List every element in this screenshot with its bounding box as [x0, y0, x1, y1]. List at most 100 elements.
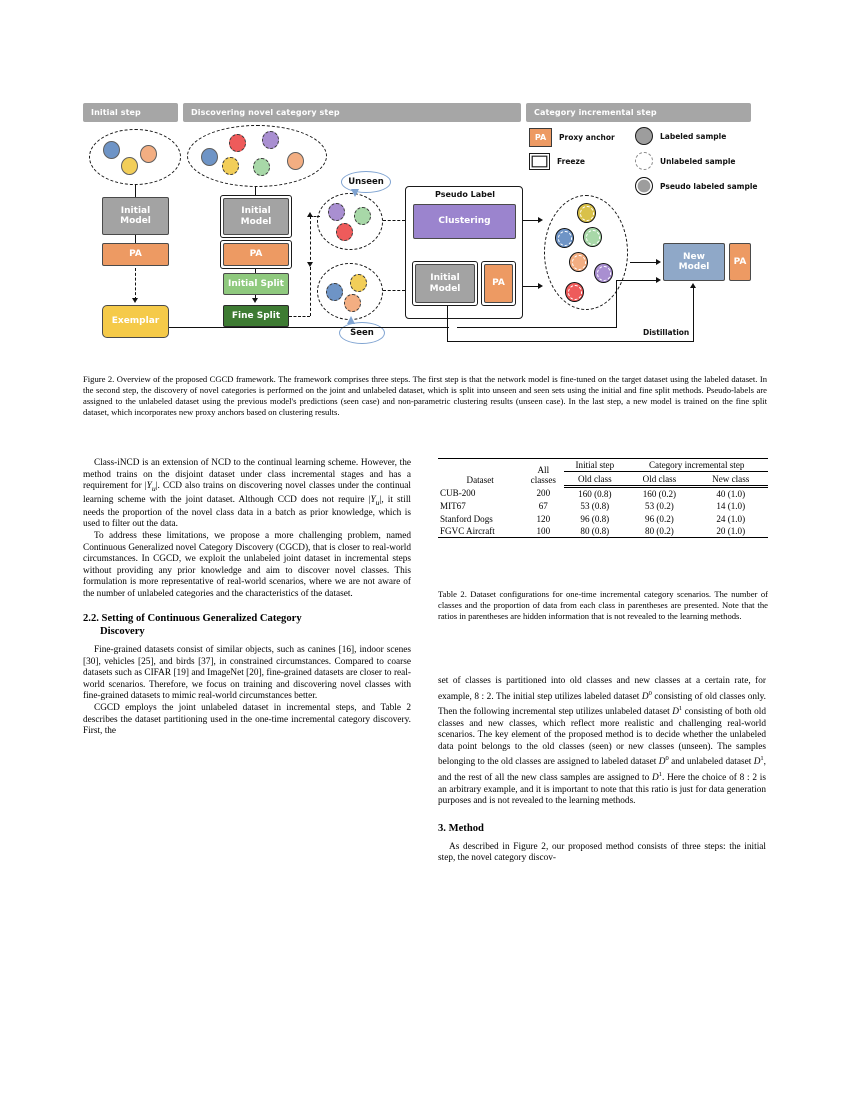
arrow-up-icon — [690, 283, 696, 288]
connector-dashed — [383, 290, 405, 291]
paragraph-class-incd: Class-iNCD is an extension of NCD to the… — [83, 458, 411, 531]
sample-blob — [140, 145, 157, 163]
table-header-row-sub: Old class Old class New class — [438, 471, 768, 488]
node-initial-split-label: Initial Split — [228, 278, 284, 289]
callout-seen: Seen — [339, 322, 385, 344]
sample-blob — [328, 203, 345, 221]
section-number: 2.2. — [83, 613, 99, 625]
paragraph-fine-grained: Fine-grained datasets consist of similar… — [83, 645, 411, 702]
cell-initial-old: 53 (0.8) — [580, 501, 610, 512]
th-dataset: Dataset — [438, 458, 523, 487]
labeled-sample-dot-icon — [635, 127, 653, 145]
cell-incr-new: 20 (1.0) — [693, 524, 768, 539]
node-clustering-label: Clustering — [438, 216, 491, 227]
sample-blob — [354, 207, 371, 225]
cell-dataset: FGVC Aircraft — [438, 524, 523, 539]
node-initial-model-3-line1: Initial — [430, 273, 460, 284]
proxy-anchor-chip-text: PA — [534, 133, 547, 142]
symbol-d1-sup: 1 — [760, 755, 764, 763]
symbol-d1: D — [652, 773, 659, 784]
table-row: CUB-200 200 160 (0.8) 160 (0.2) 40 (1.0) — [438, 486, 768, 500]
figure-caption: Figure 2. Overview of the proposed CGCD … — [83, 374, 767, 417]
sample-blob — [336, 223, 353, 241]
paragraph-text: |, it still needs the proportion of the … — [83, 494, 412, 530]
pseudo-labeled-dataset-ellipse — [544, 195, 628, 310]
paragraph-text: set of classes is partitioned into old c… — [438, 676, 766, 702]
sample-blob — [262, 131, 279, 149]
cell-incr-old: 80 (0.2) — [625, 524, 694, 539]
joint-unlabeled-dataset-ellipse — [187, 125, 327, 187]
table-body: CUB-200 200 160 (0.8) 160 (0.2) 40 (1.0)… — [438, 486, 768, 539]
figure-2-diagram: Initial step Discovering novel category … — [83, 100, 757, 365]
sample-blob — [253, 158, 270, 176]
legend-labeled-sample: Labeled sample — [635, 127, 726, 145]
paragraph-text: . Here the choice of 8 : 2 is an arbitra… — [438, 773, 766, 807]
cell-dataset: Stanford Dogs — [440, 513, 493, 524]
node-pa-1-label: PA — [129, 249, 142, 260]
node-pa-4-label: PA — [733, 256, 747, 267]
node-exemplar: Exemplar — [102, 305, 169, 338]
pseudo-label-title: Pseudo Label — [435, 190, 496, 199]
paragraph-text: , and the rest of all the new class samp… — [438, 757, 766, 784]
connector-line — [255, 187, 256, 197]
arrow-right-icon — [538, 217, 543, 223]
paragraph-cgcd-employs: CGCD employs the joint unlabeled dataset… — [83, 703, 411, 737]
paragraph-text: and unlabeled dataset — [668, 757, 754, 768]
pseudo-labeled-sample-dot-icon — [635, 177, 653, 195]
arrow-down-icon — [252, 298, 258, 303]
step-bar-discovering: Discovering novel category step — [183, 103, 521, 122]
cell-all-classes: 120 — [536, 513, 551, 524]
node-pa-3-label: PA — [492, 278, 505, 289]
sample-blob — [103, 141, 120, 159]
cell-all-classes: 100 — [522, 524, 565, 539]
legend-pseudo-labeled-sample: Pseudo labeled sample — [635, 177, 757, 195]
connector-line — [135, 185, 136, 197]
node-new-model-line1: New — [683, 251, 705, 262]
paragraph-cgcd-proposal: To address these limitations, we propose… — [83, 531, 411, 599]
connector-line — [523, 286, 539, 287]
legend-label-proxy-anchor: Proxy anchor — [559, 133, 615, 142]
arrow-right-icon — [538, 283, 543, 289]
cell-incr-old: 53 (0.2) — [645, 501, 674, 512]
node-initial-model-2-line1: Initial — [241, 206, 271, 217]
symbol-yu-subscript: u — [151, 483, 156, 493]
sample-blob — [326, 283, 343, 301]
sample-blob — [594, 263, 613, 283]
cell-all-classes: 200 — [536, 488, 551, 499]
table-2-block: Dataset All classes Initial step Categor… — [438, 457, 768, 539]
th-old-class-initial: Old class — [564, 471, 626, 488]
section-title-line2: Discovery — [100, 626, 145, 638]
th-old-class-initial-label: Old class — [578, 473, 612, 484]
legend-label-labeled-sample: Labeled sample — [660, 131, 727, 141]
paragraph-as-described: As described in Figure 2, our proposed m… — [438, 841, 766, 864]
symbol-yu-subscript: u — [375, 497, 380, 507]
arrow-right-icon — [656, 277, 661, 283]
node-initial-model-2: Initial Model — [223, 198, 289, 235]
node-new-model-line2: Model — [678, 262, 710, 272]
callout-unseen-label: Unseen — [348, 177, 384, 187]
connector-line — [255, 269, 256, 273]
symbol-d0-sup: 0 — [665, 755, 669, 763]
dataset-configuration-table: Dataset All classes Initial step Categor… — [438, 457, 768, 539]
connector-dashed — [135, 268, 136, 300]
paragraph-text: consisting of both old classes and new c… — [438, 707, 766, 768]
cell-incr-old: 96 (0.2) — [645, 513, 674, 524]
sample-blob — [565, 282, 584, 302]
sample-blob — [229, 134, 246, 152]
callout-unseen: Unseen — [341, 171, 391, 193]
node-proxy-anchor-2: PA — [223, 243, 289, 266]
node-fine-split-label: Fine Split — [231, 310, 281, 321]
sample-blob — [577, 203, 596, 223]
cell-incr-new: 24 (1.0) — [716, 513, 746, 524]
th-all-classes-line2: classes — [530, 475, 556, 486]
cell-dataset: MIT67 — [440, 501, 466, 512]
symbol-d0-sup: 0 — [648, 689, 652, 697]
cell-incr-new: 14 (1.0) — [716, 501, 746, 512]
node-initial-model-1-line1: Initial — [120, 205, 151, 216]
legend-freeze: Freeze — [529, 153, 585, 170]
table-row: Stanford Dogs 120 96 (0.8) 96 (0.2) 24 (… — [438, 513, 768, 525]
connector-line — [135, 235, 136, 243]
sample-blob — [583, 227, 602, 247]
left-text-column: Class-iNCD is an extension of NCD to the… — [83, 458, 411, 738]
